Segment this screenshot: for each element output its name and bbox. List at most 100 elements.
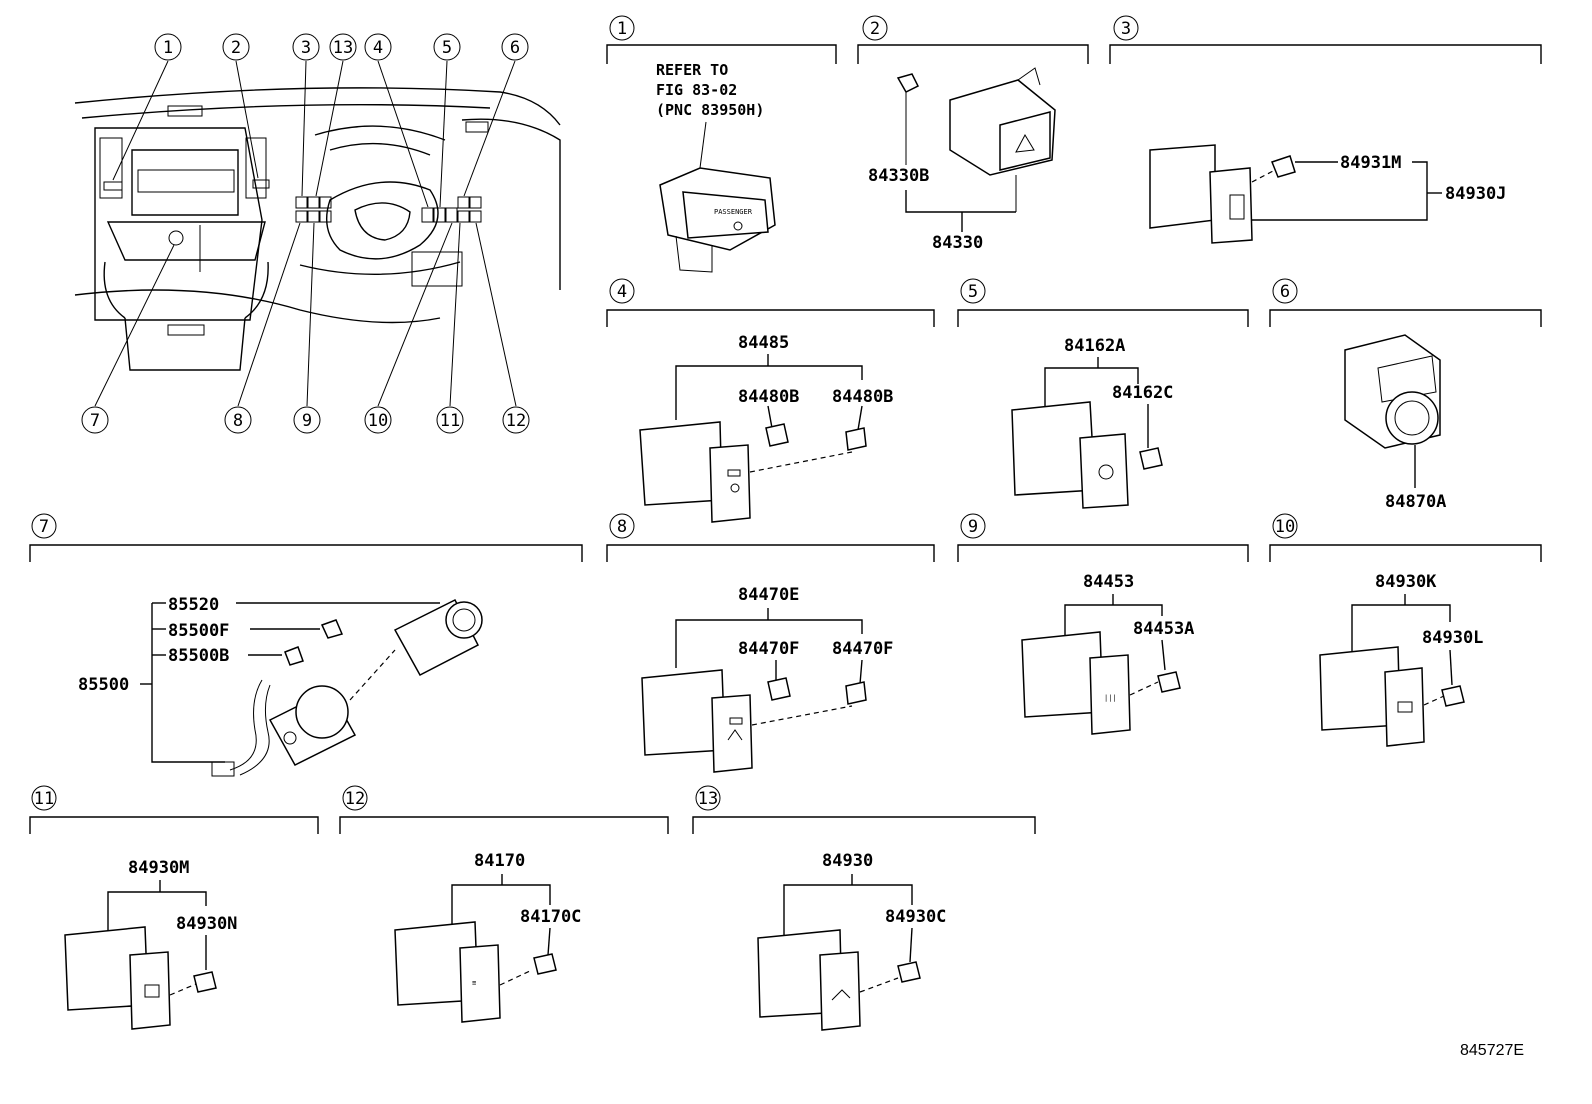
callout-7: 7 — [81, 406, 109, 434]
svg-text:≡: ≡ — [472, 979, 476, 987]
svg-text:2: 2 — [231, 38, 241, 58]
svg-text:8: 8 — [617, 517, 627, 537]
section-2: 2 84330B 84330 — [857, 15, 1089, 253]
switch-84485 — [639, 421, 751, 523]
svg-text:6: 6 — [510, 38, 520, 58]
section-6: 6 84870A — [1269, 278, 1542, 512]
svg-text:85500: 85500 — [78, 675, 129, 695]
section-11: 11 84930M 84930N — [29, 785, 319, 1030]
section-4: 4 84485 84480B 84480B — [606, 278, 935, 523]
mirror-switch-84870A — [1344, 334, 1441, 449]
switch-84330 — [949, 67, 1056, 212]
svg-text:84470E: 84470E — [738, 585, 799, 605]
svg-text:84330: 84330 — [932, 233, 983, 253]
svg-text:84930: 84930 — [822, 851, 873, 871]
svg-text:PASSENGER: PASSENGER — [714, 208, 753, 216]
switch-84930J — [1149, 144, 1253, 244]
callout-12: 12 — [502, 406, 530, 434]
callout-4: 4 — [364, 33, 392, 61]
svg-text:3: 3 — [301, 38, 311, 58]
switch-84930 — [757, 929, 861, 1031]
right-switch-cluster — [421, 196, 482, 223]
svg-text:84162C: 84162C — [1112, 383, 1173, 403]
svg-text:84480B: 84480B — [738, 387, 799, 407]
callout-13: 13 — [329, 33, 357, 61]
svg-text:84480B: 84480B — [832, 387, 893, 407]
section-5: 5 84162A 84162C — [957, 278, 1249, 509]
callout-3: 3 — [292, 33, 320, 61]
svg-text:7: 7 — [90, 411, 100, 431]
svg-text:|||: ||| — [1104, 694, 1117, 702]
callout-5: 5 — [433, 33, 461, 61]
svg-text:10: 10 — [368, 411, 388, 431]
switch-84170: ≡ — [394, 921, 501, 1023]
left-switch-cluster — [295, 196, 332, 223]
svg-text:12: 12 — [506, 411, 526, 431]
svg-text:3: 3 — [1121, 19, 1131, 39]
svg-text:4: 4 — [617, 282, 627, 302]
svg-text:9: 9 — [968, 517, 978, 537]
svg-text:84330B: 84330B — [868, 166, 929, 186]
svg-text:85500B: 85500B — [168, 646, 229, 666]
section-3: 3 84931M 84930J — [1109, 15, 1542, 244]
svg-text:84170C: 84170C — [520, 907, 581, 927]
section-10: 10 84930K 84930L — [1269, 513, 1542, 747]
svg-text:5: 5 — [442, 38, 452, 58]
section-12: 12 84170 84170C ≡ — [339, 785, 669, 1023]
callout-6: 6 — [501, 33, 529, 61]
svg-text:84485: 84485 — [738, 333, 789, 353]
section-8: 8 84470E 84470F 84470F — [606, 513, 935, 773]
svg-text:84453: 84453 — [1083, 572, 1134, 592]
section-1: 1 REFER TO FIG 83-02 (PNC 83950H) PASSEN… — [606, 15, 837, 273]
svg-text:84162A: 84162A — [1064, 336, 1125, 356]
svg-text:84930J: 84930J — [1445, 184, 1506, 204]
svg-text:84930K: 84930K — [1375, 572, 1437, 592]
clip-84330B — [896, 73, 920, 165]
svg-text:84170: 84170 — [474, 851, 525, 871]
svg-text:11: 11 — [440, 411, 460, 431]
svg-text:84931M: 84931M — [1340, 153, 1401, 173]
svg-text:84930L: 84930L — [1422, 628, 1483, 648]
switch-84930K — [1319, 646, 1425, 747]
figure-id: 845727E — [1460, 1042, 1524, 1059]
switch-84453: ||| — [1021, 631, 1131, 735]
switch-s1: PASSENGER — [659, 167, 776, 273]
svg-text:84930C: 84930C — [885, 907, 946, 927]
svg-text:13: 13 — [698, 789, 718, 809]
svg-text:84930M: 84930M — [128, 858, 189, 878]
switch-84470E — [641, 669, 753, 773]
dashboard-overview: 1 2 3 13 4 5 6 7 8 9 10 11 12 — [74, 33, 561, 434]
svg-text:84870A: 84870A — [1385, 492, 1446, 512]
callout-9: 9 — [293, 406, 321, 434]
svg-text:REFER TO: REFER TO — [656, 61, 728, 79]
section-9: 9 84453 84453A ||| — [957, 513, 1249, 735]
callout-8: 8 — [224, 406, 252, 434]
svg-text:84453A: 84453A — [1133, 619, 1194, 639]
svg-text:11: 11 — [34, 789, 54, 809]
section-7: 7 85520 85500F 85500B 85500 — [29, 513, 583, 777]
svg-text:FIG 83-02: FIG 83-02 — [656, 81, 737, 99]
svg-text:85520: 85520 — [168, 595, 219, 615]
svg-text:6: 6 — [1280, 282, 1290, 302]
svg-text:84470F: 84470F — [832, 639, 893, 659]
svg-text:4: 4 — [373, 38, 383, 58]
svg-text:9: 9 — [302, 411, 312, 431]
svg-text:1: 1 — [163, 38, 173, 58]
svg-text:1: 1 — [617, 19, 627, 39]
svg-text:(PNC 83950H): (PNC 83950H) — [656, 101, 764, 119]
svg-text:13: 13 — [333, 38, 353, 58]
svg-text:10: 10 — [1275, 517, 1295, 537]
svg-text:12: 12 — [345, 789, 365, 809]
socket-85500 — [268, 685, 357, 766]
section-13: 13 84930 84930C — [692, 785, 1036, 1031]
callout-1: 1 — [154, 33, 182, 61]
svg-text:5: 5 — [968, 282, 978, 302]
svg-text:85500F: 85500F — [168, 621, 229, 641]
cigarette-lighter-85520 — [393, 598, 483, 677]
callout-2: 2 — [222, 33, 250, 61]
switch-84162A — [1011, 401, 1129, 509]
svg-text:7: 7 — [39, 517, 49, 537]
svg-text:84930N: 84930N — [176, 914, 237, 934]
